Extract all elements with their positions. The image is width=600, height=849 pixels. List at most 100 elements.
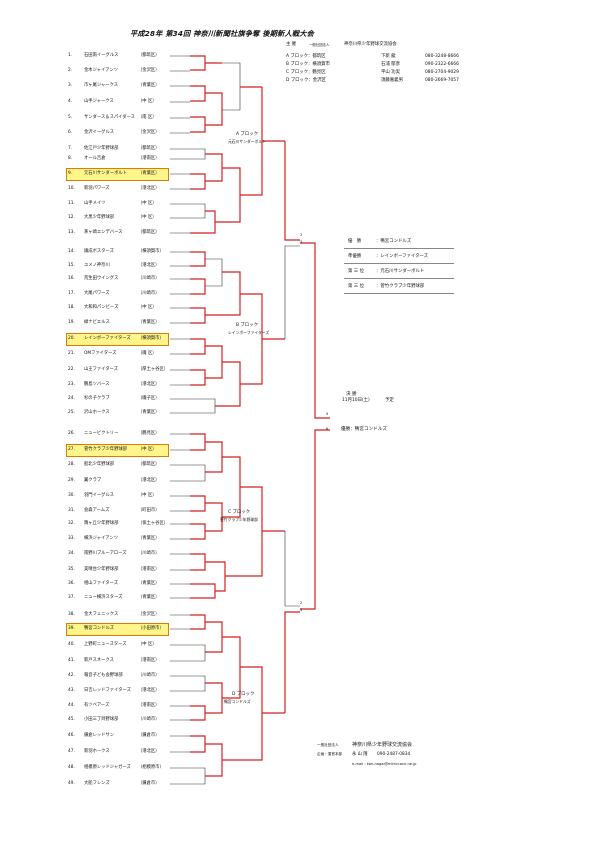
team-name: 報音子ども会野球部 <box>84 673 123 678</box>
final-score-top: 5 <box>326 412 329 416</box>
team-name: 鶴島ツバース <box>84 382 110 387</box>
bracket-line <box>215 167 241 223</box>
team-area: （港北区） <box>138 688 160 693</box>
team-number: 25. <box>68 410 75 415</box>
block-title: D ブロック <box>232 692 255 697</box>
team-number: 15. <box>68 263 75 268</box>
team-area: （川崎市） <box>138 717 160 722</box>
team-number: 28. <box>68 462 75 467</box>
team-area: （横須賀市） <box>138 249 164 254</box>
team-number: 6. <box>68 130 73 135</box>
block-title: B ブロック <box>236 323 258 328</box>
block-contact-person: 須藤嘉義男 <box>381 78 403 83</box>
team-name: 大黒少年野球部 <box>84 215 115 220</box>
team-name: 菅竹クラブ少年野球部 <box>84 447 127 452</box>
team-number: 9. <box>68 171 73 176</box>
block-contact-person: 平山 功実 <box>381 70 400 75</box>
bracket-line <box>284 531 300 607</box>
team-number: 23. <box>68 382 75 387</box>
block-contact-phone: 080-2704-9029 <box>425 70 459 75</box>
host-name: 神奈川県少年野球交流協会 <box>344 42 397 47</box>
team-area: （青葉区） <box>138 581 160 586</box>
host-label: 主 催 <box>286 42 297 47</box>
block-winner: 菅竹クラブ少年野球部 <box>220 517 258 522</box>
team-name: 羽門イーグルス <box>84 493 115 498</box>
bracket-line <box>190 85 206 102</box>
team-name: 緑ナビエルス <box>84 320 110 325</box>
bracket-line <box>190 464 206 482</box>
block-winner: 元石川サンダーボルト <box>228 139 266 144</box>
bracket-line <box>205 92 223 126</box>
block-contact-phone: 080-2669-7057 <box>425 78 459 83</box>
team-number: 12. <box>68 215 75 220</box>
team-number: 20. <box>68 336 75 341</box>
team-area: （金沢区） <box>138 612 160 617</box>
block-title: A ブロック <box>236 132 258 137</box>
bracket-line <box>190 116 206 133</box>
team-number: 48. <box>68 765 75 770</box>
team-area: （青葉区） <box>138 320 160 325</box>
team-area: （中 区） <box>138 215 157 220</box>
team-area: （港北区） <box>138 263 160 268</box>
team-area: （青葉区） <box>138 171 160 176</box>
highlight-box <box>66 623 169 636</box>
team-number: 3. <box>68 83 73 88</box>
bracket-line <box>190 644 206 662</box>
bracket-line <box>225 486 263 577</box>
team-number: 24. <box>68 396 75 401</box>
bracket-line <box>240 293 263 385</box>
bracket-line <box>205 682 223 714</box>
bracket-line <box>190 675 206 692</box>
bracket-line <box>190 173 206 190</box>
team-number: 13. <box>68 230 75 235</box>
team-area: （港南区） <box>138 658 160 663</box>
team-number: 45. <box>68 717 75 722</box>
result-team: ：元石川サンダーボルト <box>376 269 425 274</box>
bracket-line <box>190 614 206 630</box>
footer-phone: 090-2487-0834 <box>377 752 411 757</box>
team-area: （都筑区） <box>138 146 160 151</box>
team-number: 46. <box>68 733 75 738</box>
team-name: 山王ファイターズ <box>84 367 118 372</box>
highlight-box <box>66 444 169 457</box>
bracket-line <box>190 251 206 267</box>
block-winner: レインボーファイターズ <box>228 330 270 335</box>
team-name: 南野川ブルーアローズ <box>84 551 127 556</box>
team-number: 5. <box>68 115 73 120</box>
team-name: OMファイターズ <box>84 351 117 356</box>
result-underline <box>344 248 454 249</box>
bracket-line <box>284 245 300 339</box>
final-label: 決 勝 <box>346 392 357 397</box>
team-area: （金沢区） <box>138 130 160 135</box>
team-number: 44. <box>68 703 75 708</box>
team-area: （中 区） <box>138 305 157 310</box>
team-number: 7. <box>68 146 73 151</box>
team-area: （横須賀市） <box>138 336 164 341</box>
bracket-line <box>190 307 206 324</box>
team-number: 18. <box>68 305 75 310</box>
team-number: 26. <box>68 431 75 436</box>
bracket-line <box>222 62 241 111</box>
team-name: 金大フェニックス <box>84 612 119 617</box>
team-number: 10. <box>68 186 75 191</box>
team-number: 34. <box>68 551 75 556</box>
team-number: 4. <box>68 99 73 104</box>
team-number: 35. <box>68 567 75 572</box>
bracket-line <box>190 203 206 219</box>
bracket-line <box>190 433 206 451</box>
team-area: （保土ヶ谷区） <box>138 521 169 526</box>
team-name: 沢山ホークス <box>84 410 110 415</box>
team-name: 鎌倉レッドサン <box>84 733 115 738</box>
block-contact-phone: 090-2322-6666 <box>425 62 459 67</box>
team-number: 39. <box>68 626 75 631</box>
team-name: 相山ファイターズ <box>84 581 118 586</box>
team-area: （都筑区） <box>138 53 160 58</box>
team-area: （港南区） <box>138 703 160 708</box>
bracket-line <box>205 621 223 653</box>
team-area: （都筑区） <box>138 230 160 235</box>
team-name: 大船フレンズ <box>84 781 110 786</box>
team-name: 船北少年野球部 <box>84 462 115 467</box>
team-area: （港北区） <box>138 749 160 754</box>
team-name: オール吉倉 <box>84 156 106 161</box>
team-name: 山手ジャークス <box>84 99 114 104</box>
